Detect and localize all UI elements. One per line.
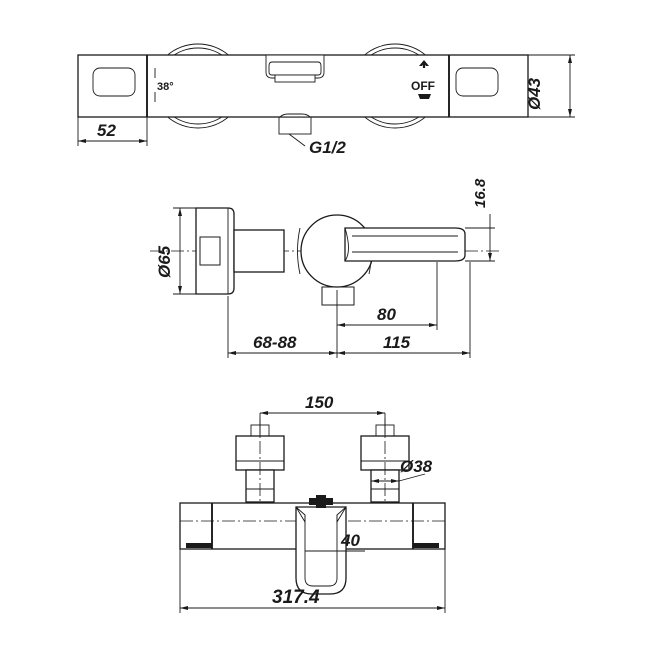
dim-dia38-label: Ø38 xyxy=(400,457,433,476)
dim-150-arrow-left xyxy=(260,411,268,415)
dim-168: 16.8 xyxy=(465,178,495,262)
dim-115-arrow-right xyxy=(462,351,470,355)
lever-arm-outline xyxy=(344,227,466,262)
inlet-collar xyxy=(278,113,312,118)
dim-dia38-arrow-left xyxy=(371,479,379,483)
spout-inner-outline xyxy=(304,515,338,587)
dim-150: 150 xyxy=(259,393,386,437)
dim-40: 40 xyxy=(305,531,365,552)
wall-flange-outline xyxy=(195,207,235,295)
plan-left-grip-shade xyxy=(186,543,212,548)
outlet-thread-outline xyxy=(321,286,355,306)
view-side-section: Ø65 16.8 80 xyxy=(150,178,500,358)
dim-52-arrow-right xyxy=(139,139,147,143)
dim-80-label: 80 xyxy=(377,305,396,324)
dim-6888-label: 68-88 xyxy=(253,333,297,352)
dim-52-label: 52 xyxy=(97,121,116,140)
dim-52-arrow-left xyxy=(78,139,86,143)
left-inlet-assembly xyxy=(235,420,285,523)
spout-right-chamfer xyxy=(336,506,347,524)
dim-52: 52 xyxy=(77,117,148,146)
spout-top-inner xyxy=(268,61,322,76)
lever-arm-root xyxy=(344,227,349,262)
dim-dia65-arrow-top xyxy=(178,208,182,216)
dim-150-arrow-right xyxy=(377,411,385,415)
view-front-elevation: 38° OFF G1/2 52 xyxy=(77,43,575,157)
plan-spout xyxy=(295,495,347,595)
dim-dia43-arrow-top xyxy=(568,55,572,63)
flange-thread-outline xyxy=(199,236,221,266)
dim-dia65: Ø65 xyxy=(155,207,196,295)
spout-top-outline xyxy=(265,54,325,79)
off-indicator: OFF xyxy=(411,60,435,99)
view-plan: 150 Ø3 xyxy=(179,393,446,613)
spout-top-lip xyxy=(274,74,316,83)
outlet-thread-hatch xyxy=(321,286,355,306)
off-label: OFF xyxy=(411,79,435,93)
g12-leader xyxy=(288,133,306,147)
spout-left-chamfer xyxy=(295,506,306,524)
dim-dia38-leader xyxy=(398,473,426,482)
dim-115-arrow-left xyxy=(337,351,345,355)
dim-150-label: 150 xyxy=(305,393,334,412)
dim-168-arrow-bottom xyxy=(488,253,492,261)
spout-outline xyxy=(295,506,347,595)
dim-115-label: 115 xyxy=(383,333,411,352)
bath-icon xyxy=(418,94,431,99)
dim-3174-label: 317.4 xyxy=(272,587,320,608)
left-handle-grip-face xyxy=(92,67,136,97)
dim-dia38-arrow-right xyxy=(391,479,399,483)
angle-label: 38° xyxy=(157,81,174,93)
dim-dia65-label: Ø65 xyxy=(155,245,174,278)
dim-row-bottom: 68-88 115 xyxy=(227,262,471,358)
g12-label: G1/2 xyxy=(309,138,346,157)
dim-dia65-arrow-bottom xyxy=(178,286,182,294)
right-handle-grip-face xyxy=(455,67,499,97)
dim-dia38: Ø38 xyxy=(371,457,433,483)
dim-6888-arrow-left xyxy=(228,351,236,355)
dim-80-arrow-left xyxy=(337,323,345,327)
dim-40-label: 40 xyxy=(340,531,360,550)
dim-dia43-label: Ø43 xyxy=(525,77,544,110)
dim-3174: 317.4 xyxy=(179,549,446,613)
dim-3174-arrow-right xyxy=(437,606,445,610)
inlet-thread-hatch xyxy=(278,116,312,135)
dim-dia43: Ø43 xyxy=(525,54,575,118)
plan-right-grip-shade xyxy=(413,543,439,548)
dim-80: 80 xyxy=(336,262,438,330)
inlet-thread-detail: G1/2 xyxy=(278,113,346,157)
dim-80-arrow-right xyxy=(429,323,437,327)
diverter-icon xyxy=(309,495,333,508)
right-inlet-assembly xyxy=(360,420,410,523)
valve-neck xyxy=(233,229,285,273)
dim-3174-arrow-left xyxy=(180,606,188,610)
valve-body-left-shade xyxy=(297,227,301,275)
spout-top-detail xyxy=(265,54,325,83)
dim-6888-arrow-right xyxy=(329,351,337,355)
dim-168-label: 16.8 xyxy=(472,178,489,208)
dim-dia43-arrow-bottom xyxy=(568,109,572,117)
